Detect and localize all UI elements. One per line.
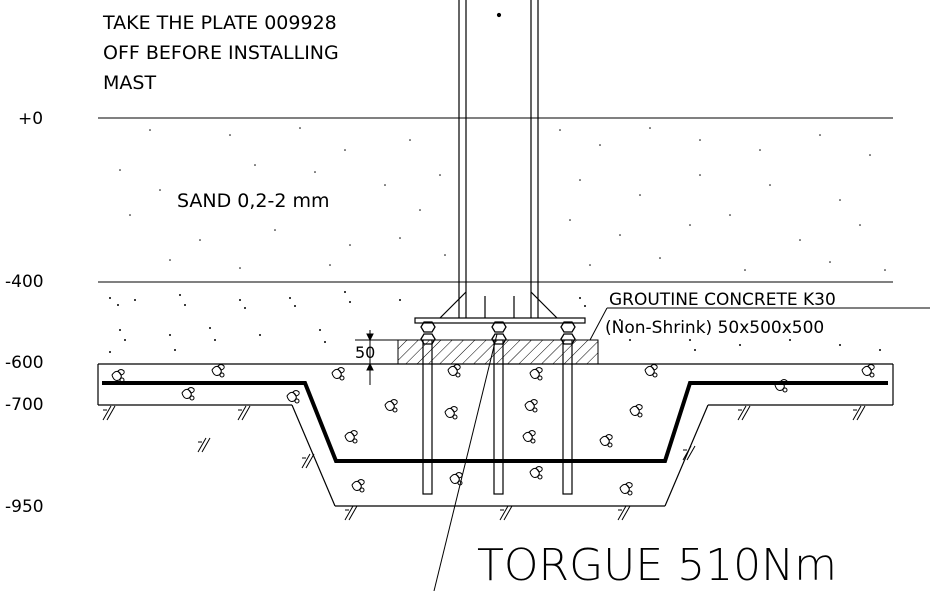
grout-label-line-1: GROUTINE CONCRETE K30	[609, 290, 836, 310]
level-label-600: -600	[5, 353, 44, 373]
torque-leader	[433, 333, 498, 591]
sand-label: SAND 0,2-2 mm	[177, 190, 330, 212]
reinforcement-bar	[102, 381, 888, 463]
foundation-slab	[97, 363, 894, 507]
level-label-400: -400	[5, 272, 44, 292]
dimension-50-label: 50	[355, 343, 375, 362]
mast	[414, 0, 586, 324]
torque-label: TORGUE 510Nm	[477, 540, 837, 591]
anchor-bolts	[420, 321, 576, 495]
level-lines	[98, 117, 893, 283]
grout-layer-texture	[109, 291, 881, 353]
level-label-950: -950	[5, 497, 44, 517]
sand-texture	[119, 127, 886, 271]
dimension-50	[355, 330, 400, 385]
level-label-zero: +0	[18, 109, 43, 129]
note-line-3: MAST	[103, 72, 156, 94]
grout-leader	[589, 307, 930, 341]
note-line-2: OFF BEFORE INSTALLING	[103, 42, 339, 64]
level-label-700: -700	[5, 395, 44, 415]
grout-label-line-2: (Non-Shrink) 50x500x500	[605, 318, 824, 338]
note-line-1: TAKE THE PLATE 009928	[102, 12, 337, 34]
